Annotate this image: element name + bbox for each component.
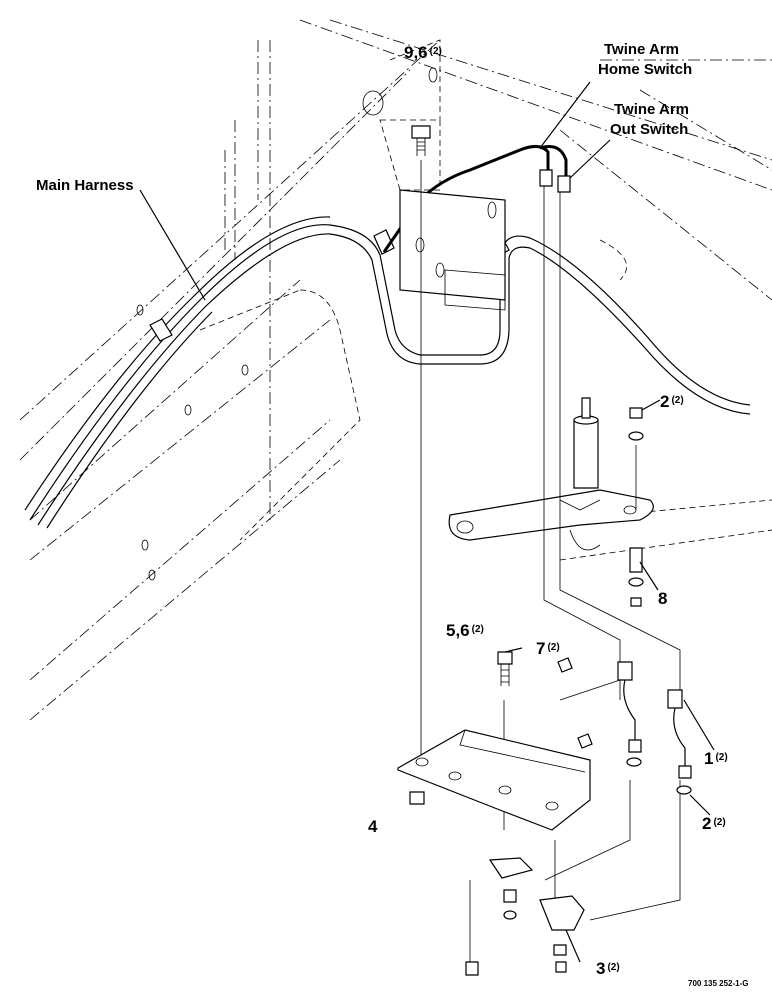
callout-3: 3(2)	[596, 959, 620, 978]
main-harness-wire	[24, 216, 751, 529]
twine-arm-assembly	[448, 397, 654, 551]
label-out-switch-line2: Out Switch	[610, 121, 689, 138]
bolt-9	[411, 125, 431, 760]
bracket-4	[397, 729, 591, 831]
callout-7: 7(2)	[536, 639, 560, 658]
callout-arrow	[139, 81, 715, 963]
connector-1	[617, 661, 692, 795]
leader-guide-lines	[469, 185, 681, 970]
drawing-code: 700 135 252-1-G	[688, 979, 749, 988]
callout-1: 1(2)	[704, 749, 728, 768]
switch-sensor	[539, 169, 571, 193]
callout-9-6: 9,6(2)	[404, 43, 442, 62]
washer-nut-2-top	[628, 407, 644, 510]
callout-2-bottom: 2(2)	[702, 814, 726, 833]
label-home-switch-line1: Twine Arm	[604, 41, 680, 58]
label-home-switch-line2: Home Switch	[598, 61, 693, 78]
bolt-8	[628, 547, 644, 607]
callout-5-6: 5,6(2)	[446, 621, 484, 640]
callout-8: 8	[658, 589, 668, 608]
bolt-5	[497, 651, 513, 686]
label-main-harness: Main Harness	[36, 177, 134, 194]
callout-4: 4	[368, 817, 378, 836]
mounting-plate	[399, 189, 506, 311]
switch-lead-wire	[382, 145, 568, 253]
callout-2-top: 2(2)	[660, 392, 684, 411]
bracket-3	[465, 857, 585, 976]
label-out-switch-line1: Twine Arm	[614, 101, 690, 118]
screw-7	[557, 657, 593, 749]
